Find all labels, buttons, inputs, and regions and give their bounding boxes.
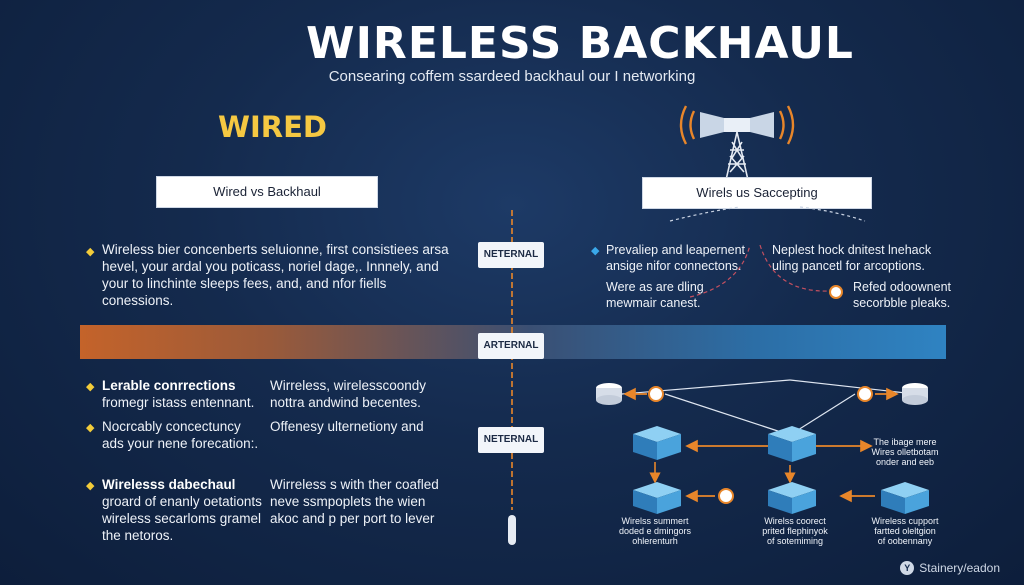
center-tag-1: NETERNAL xyxy=(478,242,544,268)
wireless-note-small-right: Refed odoownent secorbble pleaks. xyxy=(853,280,951,310)
bullet-icon: ◆ xyxy=(86,246,95,258)
database-icon xyxy=(596,383,622,405)
feature-row-1-detail: Wirreless, wirelesscoondy nottra andwind… xyxy=(270,378,427,410)
center-tag-2: ARTERNAL xyxy=(478,333,544,359)
feature-row-2-detail: Offenesy ulternetiony and xyxy=(270,419,424,434)
bullet-icon: ◆ xyxy=(86,381,95,393)
page-title: WIRELESS BACKHAUL xyxy=(306,18,854,69)
wired-box-label: Wired vs Backhaul xyxy=(156,176,378,208)
center-tag-3: NETERNAL xyxy=(478,427,544,453)
wireless-box-label: Wirels us Saccepting xyxy=(642,177,872,209)
feature-row-3: Wirelesss dabechaul groard of enanly oet… xyxy=(102,477,262,543)
wireless-note-left: Prevaliep and leapernent ansige nifor co… xyxy=(606,243,745,273)
server-icon xyxy=(633,426,681,460)
bullet-icon: ◆ xyxy=(86,480,95,492)
node-caption-3: Wireless cupport fartted oleltgion of oo… xyxy=(871,516,939,546)
footer-logo: Y Stainery/eadon xyxy=(900,561,1000,575)
node-caption-2: Wirelss coorect prited flephinyok of sot… xyxy=(762,516,828,546)
logo-text: Stainery/eadon xyxy=(919,561,1000,575)
feature-row-3-detail: Wirreless s with ther coafled neve ssmpo… xyxy=(270,477,439,526)
server-icon xyxy=(768,482,816,514)
antenna-tower-icon xyxy=(679,105,795,181)
page-subtitle: Consearing coffem ssardeed backhaul our … xyxy=(328,68,696,85)
wired-intro-text: Wireless bier concenberts seluionne, fir… xyxy=(102,242,449,308)
database-icon xyxy=(902,383,928,405)
wired-heading: WIRED xyxy=(218,110,327,144)
server-icon xyxy=(768,426,816,462)
node-caption-1: Wirelss summert doded e dmingors ohleren… xyxy=(618,516,692,546)
server-icon xyxy=(633,482,681,514)
bullet-icon: ◆ xyxy=(86,422,95,434)
diagram-side-caption: The ibage mere Wires olletbotam onder an… xyxy=(871,437,939,467)
wireless-note-right: Neplest hock dnitest lnehack uling pance… xyxy=(772,243,932,273)
server-icon xyxy=(881,482,929,514)
right-curve-connectors xyxy=(669,206,866,298)
network-diagram xyxy=(596,379,929,514)
feature-row-2: Nocrcably concectuncy ads your nene fore… xyxy=(102,419,259,451)
orange-dot-icon xyxy=(829,285,843,299)
wireless-note-small-left: Were as are dling mewmair canest. xyxy=(606,280,704,310)
feature-row-1: Lerable conrrections fromegr istass ente… xyxy=(102,378,255,410)
logo-icon: Y xyxy=(900,561,915,575)
bullet-icon: ◆ xyxy=(591,245,600,257)
